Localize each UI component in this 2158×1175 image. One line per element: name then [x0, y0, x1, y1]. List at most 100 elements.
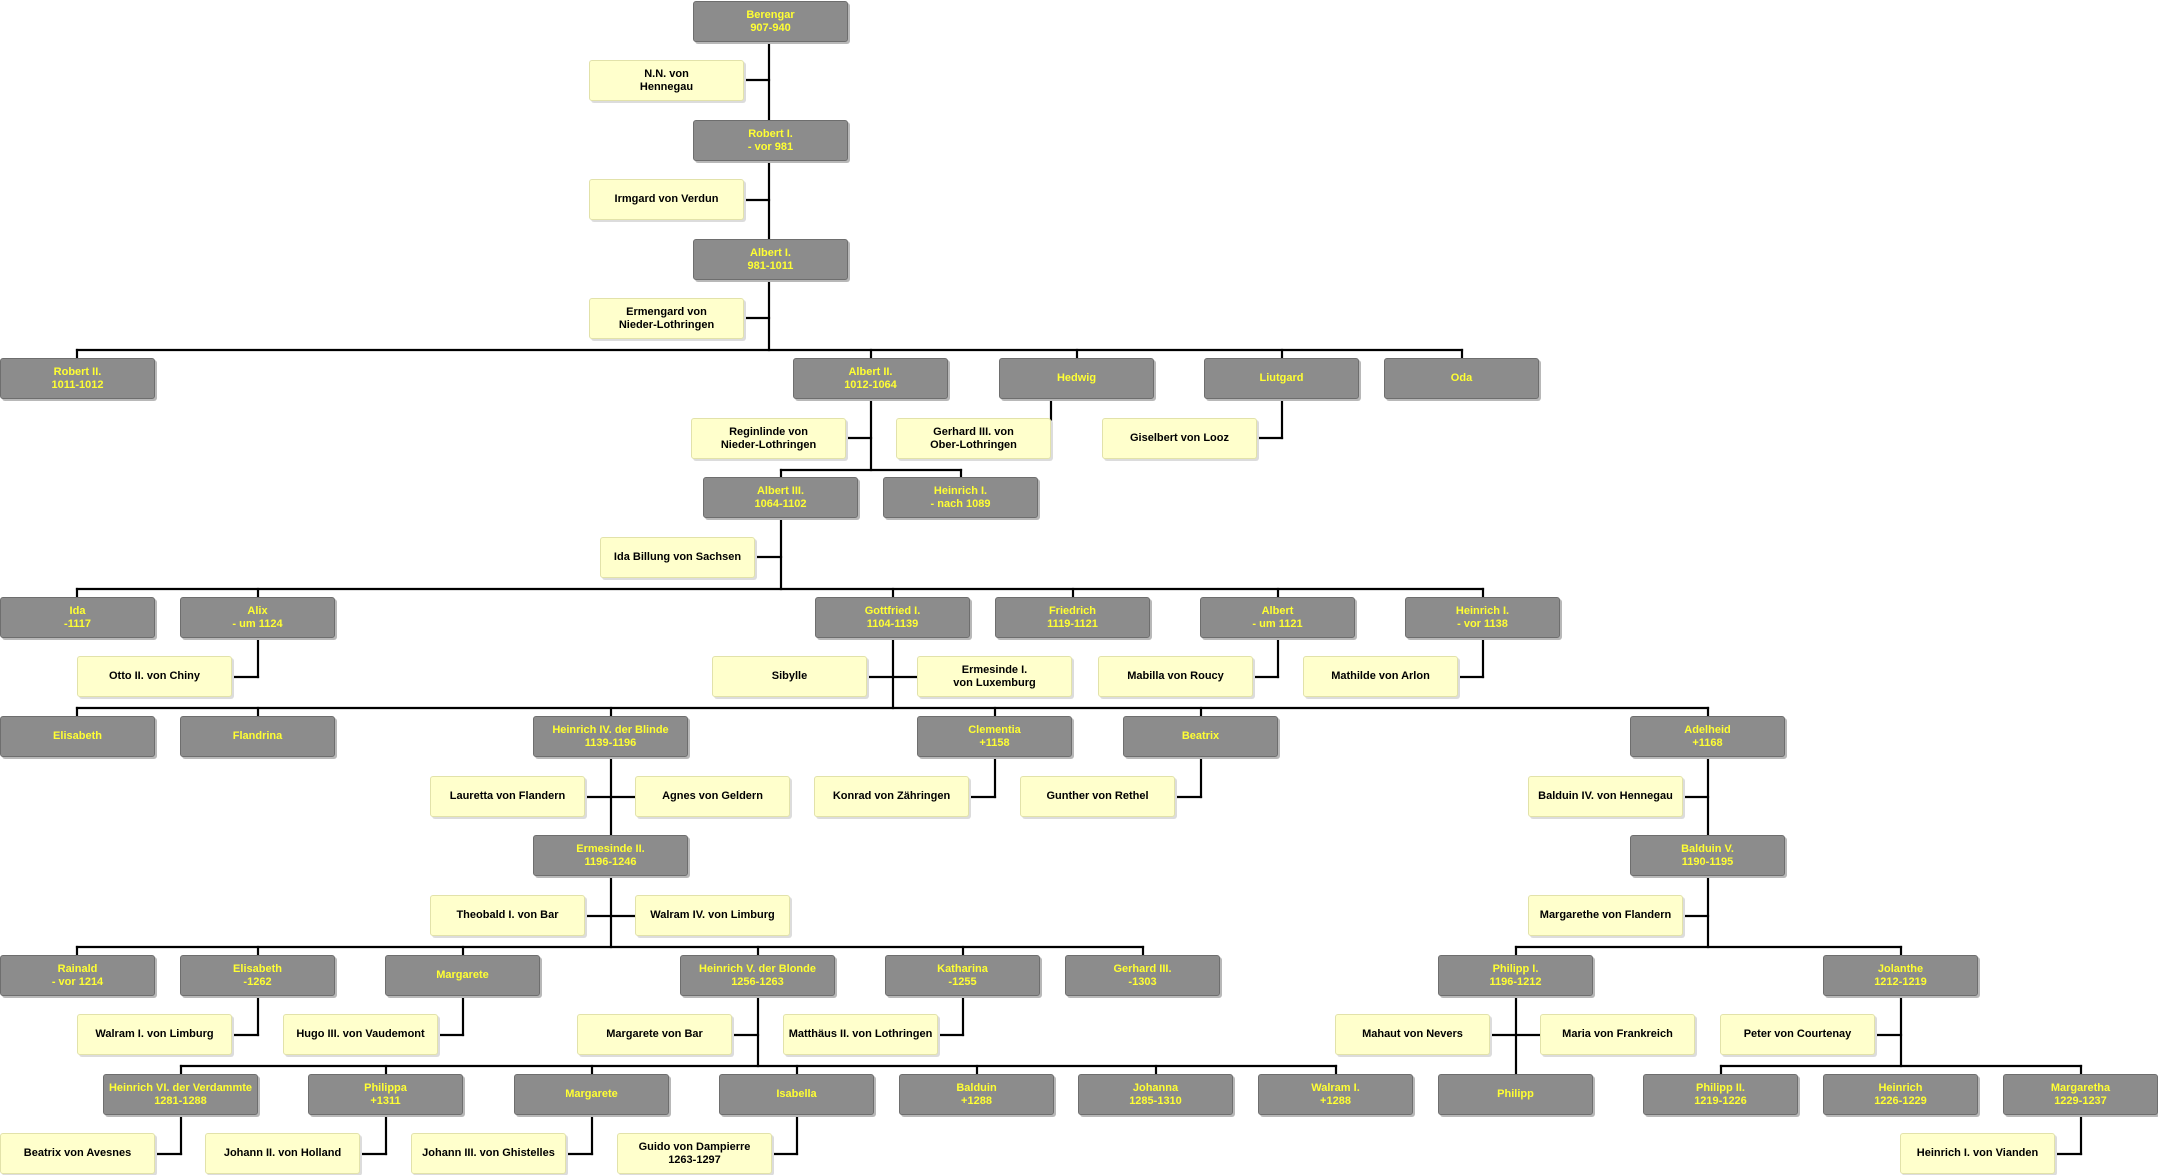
node-text: - um 1121: [1252, 617, 1303, 630]
node-text: - um 1124: [232, 617, 283, 630]
node-text: Flandrina: [232, 730, 283, 742]
node-text: Gerhard III. von: [933, 425, 1014, 438]
node-text: Gerhard III.: [1113, 962, 1172, 975]
node-text: Isabella: [776, 1088, 817, 1100]
person-node-heinrich-1: Heinrich I.- nach 1089: [883, 477, 1038, 518]
node-text: Clementia: [968, 723, 1021, 736]
node-text: Mahaut von Nevers: [1362, 1028, 1463, 1040]
node-text: Liutgard: [1259, 372, 1304, 384]
node-text: Konrad von Zähringen: [832, 790, 951, 802]
node-text: Walram I.: [1311, 1081, 1360, 1094]
node-text: Robert II.: [53, 365, 102, 378]
node-text: 1226-1229: [1874, 1094, 1927, 1107]
node-text: - nach 1089: [930, 497, 991, 510]
node-text: 1011-1012: [51, 378, 104, 391]
spouse-node-walram-4: Walram IV. von Limburg: [635, 895, 790, 936]
person-node-ermesinde-2: Ermesinde II.1196-1246: [533, 835, 688, 876]
node-text: Johann III. von Ghistelles: [422, 1147, 555, 1159]
spouse-node-heinrich-vianden: Heinrich I. von Vianden: [1900, 1133, 2055, 1174]
node-text: Balduin: [956, 1081, 997, 1094]
node-text: Ida Billung von Sachsen: [613, 551, 742, 563]
node-text: Maria von Frankreich: [1562, 1028, 1673, 1040]
node-text: Albert: [1261, 604, 1294, 617]
node-text: N.N. von: [644, 67, 689, 80]
spouse-node-margarethe-flandern: Margarethe von Flandern: [1528, 895, 1683, 936]
node-text: 1281-1288: [154, 1094, 207, 1107]
node-text: -1255: [948, 975, 977, 988]
node-text: 1263-1297: [668, 1153, 721, 1166]
person-node-liutgard: Liutgard: [1204, 358, 1359, 399]
node-text: Johann II. von Holland: [223, 1147, 342, 1159]
node-text: Agnes von Geldern: [662, 790, 763, 802]
spouse-node-matthaeus: Matthäus II. von Lothringen: [783, 1014, 938, 1055]
node-text: -1262: [243, 975, 272, 988]
spouse-node-otto-chiny: Otto II. von Chiny: [77, 656, 232, 697]
node-text: Jolanthe: [1877, 962, 1924, 975]
node-text: +1288: [961, 1094, 992, 1107]
node-text: 1219-1226: [1694, 1094, 1747, 1107]
node-text: Albert I.: [750, 246, 791, 259]
node-text: Albert III.: [756, 484, 805, 497]
node-text: +1288: [1320, 1094, 1351, 1107]
spouse-node-ermesinde-1: Ermesinde I.von Luxemburg: [917, 656, 1072, 697]
node-text: Elisabeth: [53, 730, 102, 742]
spouse-node-ida-billung: Ida Billung von Sachsen: [600, 537, 755, 578]
spouse-node-peter: Peter von Courtenay: [1720, 1014, 1875, 1055]
node-text: Otto II. von Chiny: [108, 670, 201, 682]
node-text: 1064-1102: [754, 497, 807, 510]
node-text: von Luxemburg: [953, 676, 1036, 689]
node-text: +1158: [979, 736, 1010, 749]
node-text: 1256-1263: [731, 975, 784, 988]
node-text: Ober-Lothringen: [930, 438, 1017, 451]
node-text: Guido von Dampierre: [638, 1140, 751, 1153]
node-text: 1229-1237: [2054, 1094, 2107, 1107]
person-node-gerhard-3: Gerhard III.-1303: [1065, 955, 1220, 996]
node-text: Alix: [247, 604, 268, 617]
node-text: 1196-1212: [1489, 975, 1542, 988]
node-text: Ermesinde II.: [576, 842, 645, 855]
person-node-albert-um1121: Albert- um 1121: [1200, 597, 1355, 638]
spouse-node-mathilde: Mathilde von Arlon: [1303, 656, 1458, 697]
node-text: Robert I.: [748, 127, 793, 140]
node-text: Giselbert von Looz: [1129, 432, 1229, 444]
node-text: +1168: [1692, 736, 1723, 749]
node-text: Ermengard von: [626, 305, 707, 318]
person-node-heinrich-1-vor1138: Heinrich I.- vor 1138: [1405, 597, 1560, 638]
person-node-margarete-2: Margarete: [514, 1074, 669, 1115]
node-text: Walram I. von Limburg: [95, 1028, 214, 1040]
spouse-node-mabilla: Mabilla von Roucy: [1098, 656, 1253, 697]
spouse-node-irmgard: Irmgard von Verdun: [589, 179, 744, 220]
person-node-philippa: Philippa+1311: [308, 1074, 463, 1115]
spouse-node-walram-1-limburg: Walram I. von Limburg: [77, 1014, 232, 1055]
node-text: Heinrich: [1878, 1081, 1923, 1094]
node-text: Philipp II.: [1696, 1081, 1745, 1094]
node-text: Gunther von Rethel: [1046, 790, 1149, 802]
node-text: Gottfried I.: [864, 604, 921, 617]
node-text: 1139-1196: [584, 736, 637, 749]
node-text: Beatrix: [1181, 730, 1220, 742]
node-text: Heinrich I.: [1455, 604, 1510, 617]
node-text: Balduin V.: [1681, 842, 1734, 855]
spouse-node-johann-3: Johann III. von Ghistelles: [411, 1133, 566, 1174]
person-node-beatrix: Beatrix: [1123, 716, 1278, 757]
spouse-node-beatrix-avesnes: Beatrix von Avesnes: [0, 1133, 155, 1174]
spouse-node-agnes: Agnes von Geldern: [635, 776, 790, 817]
person-node-katharina: Katharina-1255: [885, 955, 1040, 996]
spouse-node-giselbert: Giselbert von Looz: [1102, 418, 1257, 459]
node-text: - vor 981: [747, 140, 794, 153]
node-text: Mathilde von Arlon: [1331, 670, 1430, 682]
node-text: Beatrix von Avesnes: [23, 1147, 132, 1159]
node-text: Margarethe von Flandern: [1539, 909, 1672, 921]
